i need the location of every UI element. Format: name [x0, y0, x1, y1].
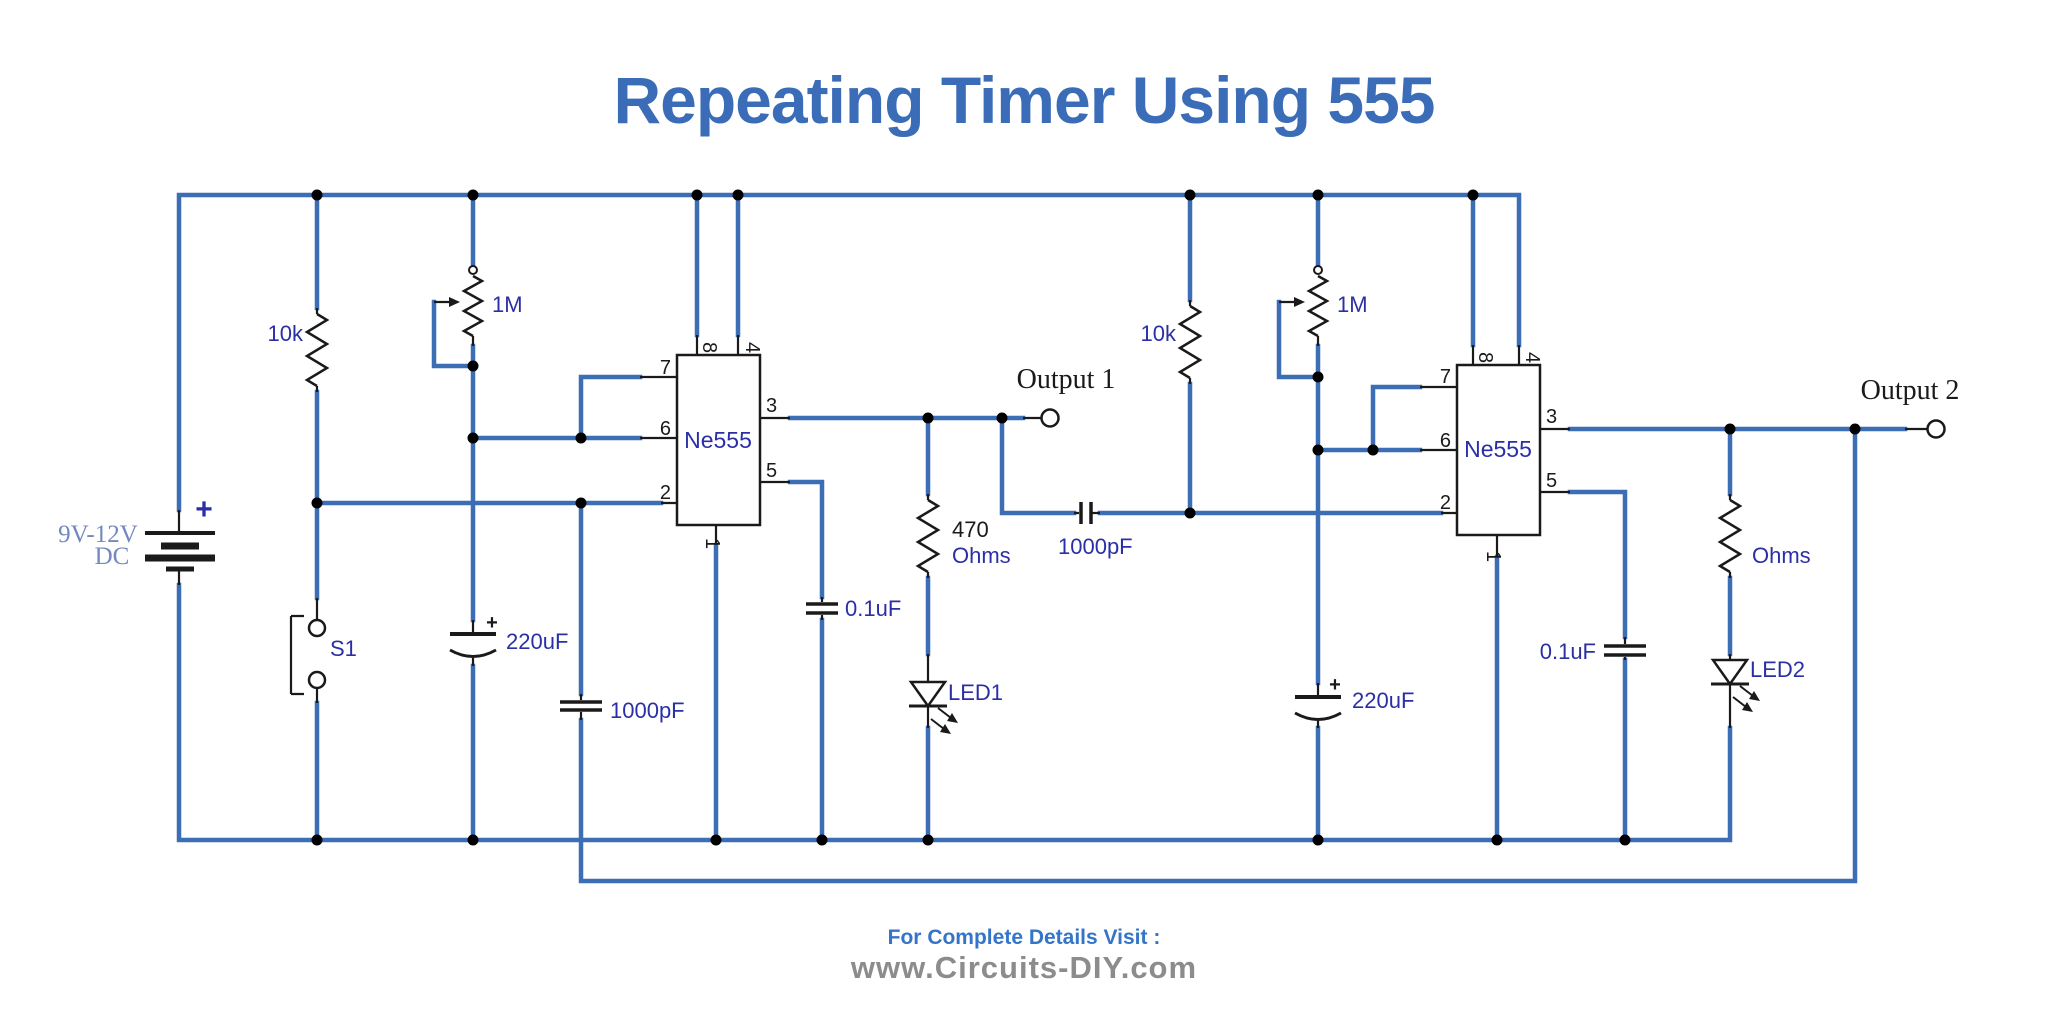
- potentiometer-1m-1: [461, 274, 485, 338]
- led-emission-arrowhead: [1742, 702, 1753, 712]
- cap-220uF-1-plus: +: [486, 612, 498, 634]
- cap-220uF-2-curved-plate: [1294, 711, 1342, 721]
- cap-1000pF-1-label: 1000pF: [610, 698, 685, 723]
- output1-label: Output 1: [1017, 364, 1116, 395]
- pot-terminal-circle-2: [1313, 265, 1323, 275]
- switch-contact: [307, 670, 327, 690]
- ic2-pin1-label: 1: [1482, 551, 1504, 562]
- resistors: [304, 274, 1743, 574]
- junction-dots: [311, 189, 1861, 846]
- led2-label: LED2: [1750, 657, 1805, 682]
- ic2-pin3-label: 3: [1546, 406, 1557, 428]
- pot-terminal-circle-1: [468, 265, 478, 275]
- output1-terminal: [1040, 408, 1060, 428]
- ic2-pin2-label: 2: [1440, 492, 1451, 514]
- ic1-pin5-label: 5: [766, 460, 777, 482]
- cap-0.1uF-2-label: 0.1uF: [1540, 639, 1596, 664]
- led1-symbol: [908, 680, 958, 734]
- led-emission-arrowhead: [947, 713, 958, 723]
- resistor-10k-2: [1177, 304, 1203, 380]
- resistor-10k-1: [304, 312, 330, 388]
- footer-website-url: www.Circuits-DIY.com: [850, 950, 1198, 985]
- cap-220uF-2-label: 220uF: [1352, 688, 1414, 713]
- switch-s1-label: S1: [330, 636, 357, 661]
- led-emission-arrow: [930, 718, 945, 730]
- ic1-pin8-label: 8: [698, 342, 720, 353]
- ic2-pin5-label: 5: [1546, 470, 1557, 492]
- ic2-pin6-label: 6: [1440, 430, 1451, 452]
- cap-0.1uF-1-label: 0.1uF: [845, 596, 901, 621]
- output2-label: Output 2: [1861, 375, 1960, 406]
- resistor-10k-2-label: 10k: [1141, 321, 1177, 346]
- ic-ne555-1-body: [675, 353, 762, 527]
- power-rail-and-columns: [176, 192, 1908, 884]
- labels: + 9V-12V DC S1 10k 1M Ne555 + 220uF 1000…: [58, 292, 1959, 723]
- ic2-pin8-label: 8: [1474, 352, 1496, 363]
- led1-label: LED1: [948, 680, 1003, 705]
- ic1-pin7-label: 7: [660, 357, 671, 379]
- resistor-470-unit-label: Ohms: [952, 543, 1011, 568]
- resistor-10k-1-label: 10k: [268, 321, 304, 346]
- led-emission-arrowhead: [1749, 691, 1760, 701]
- ic1-pin1-label: 1: [701, 538, 723, 549]
- led2-symbol: [1710, 658, 1760, 712]
- cap-1000pF-coupling-label: 1000pF: [1058, 534, 1133, 559]
- led-emission-arrow: [937, 707, 952, 719]
- battery-plus-label: +: [195, 493, 213, 526]
- potentiometer-1m-2: [1306, 274, 1330, 338]
- component-leads: [177, 300, 1927, 728]
- wiring: [176, 192, 1908, 884]
- ic1-pin2-label: 2: [660, 482, 671, 504]
- pot-1m-2-label: 1M: [1337, 292, 1368, 317]
- pot-1m-1-label: 1M: [492, 292, 523, 317]
- pot-wiper-arrow-1: [449, 297, 460, 307]
- led-triangle: [1710, 658, 1750, 687]
- led-emission-arrowhead: [940, 724, 951, 734]
- resistor-470-value-label: 470: [952, 517, 989, 542]
- resistor-ohms-2-label: Ohms: [1752, 543, 1811, 568]
- capacitors: [449, 502, 1646, 721]
- resistor-470-ohms: [915, 498, 941, 574]
- ic-ne555-2-label: Ne555: [1464, 436, 1532, 462]
- cap-220uF-1-curved-plate: [449, 648, 497, 658]
- led-emission-arrow: [1739, 685, 1754, 697]
- ic1-pin4-label: 4: [741, 342, 763, 353]
- supply-voltage-label: 9V-12V: [58, 521, 138, 548]
- ic1-pin3-label: 3: [766, 395, 777, 417]
- ic2-pin4-label: 4: [1521, 352, 1543, 363]
- footer-visit-text: For Complete Details Visit :: [887, 926, 1161, 949]
- cap-220uF-2-plus: +: [1329, 674, 1341, 696]
- battery-symbol: [145, 531, 215, 572]
- cap-220uF-1-label: 220uF: [506, 629, 568, 654]
- led-emission-arrow: [1732, 696, 1747, 708]
- ic2-pin7-label: 7: [1440, 366, 1451, 388]
- resistor-ohms-2: [1717, 498, 1743, 574]
- output2-terminal: [1926, 419, 1946, 439]
- push-button-s1: [307, 618, 327, 690]
- supply-dc-label: DC: [95, 543, 130, 570]
- ic-ne555-2-body: [1455, 363, 1542, 537]
- page-title: Repeating Timer Using 555: [613, 63, 1435, 137]
- pot-wiper-arrow-2: [1294, 297, 1305, 307]
- ic1-pin6-label: 6: [660, 418, 671, 440]
- leads: [177, 300, 1927, 728]
- led-triangle: [908, 680, 948, 709]
- ic-ne555-1-label: Ne555: [684, 427, 752, 453]
- switch-contact: [307, 618, 327, 638]
